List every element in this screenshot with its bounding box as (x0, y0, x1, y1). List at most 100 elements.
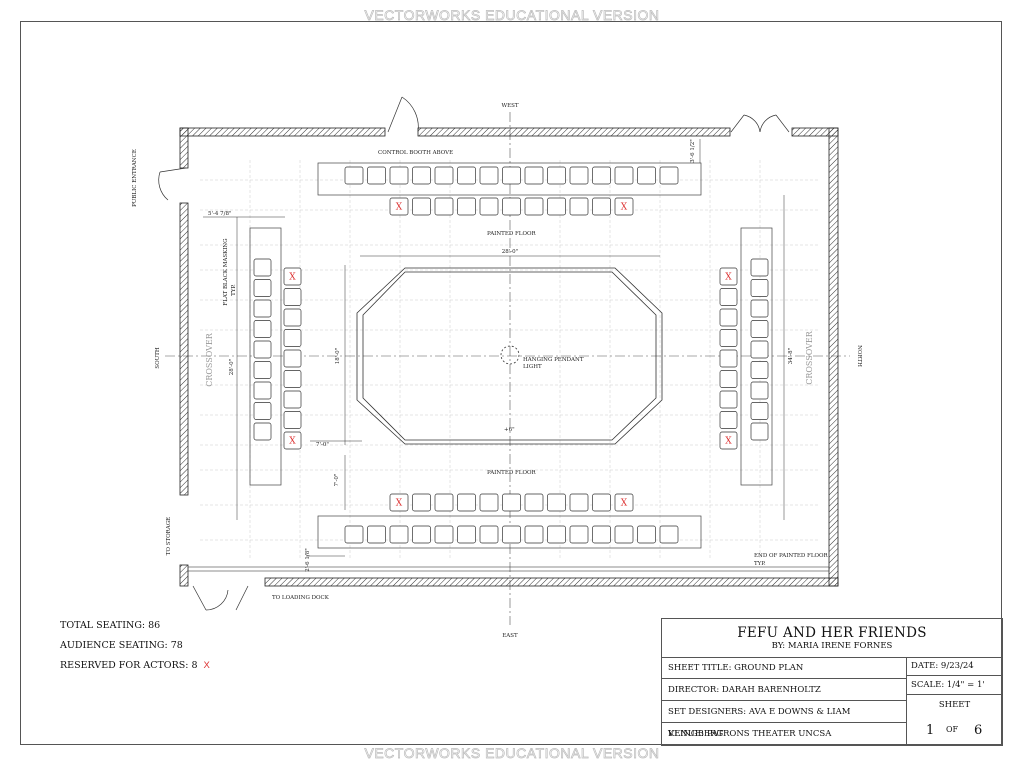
seat (637, 166, 656, 185)
seat (253, 279, 272, 297)
dim-stage-depth: 18'-0" (335, 348, 341, 364)
seat (457, 493, 476, 512)
dim-right-section: 34'-8" (788, 348, 794, 364)
seat (750, 381, 769, 400)
doors (158, 96, 790, 611)
label-public-entrance: PUBLIC ENTRANCE (132, 149, 138, 207)
seat (750, 361, 769, 379)
play-title: FEFU AND HER FRIENDS (737, 625, 927, 641)
reserved-seat (389, 197, 409, 216)
dim-top-right: 3'-6 1/2" (690, 139, 696, 163)
reserved-mark: X (203, 660, 210, 671)
label-east: EAST (502, 633, 518, 639)
seat (750, 258, 769, 277)
seat (502, 493, 521, 512)
seat (719, 349, 738, 368)
total-seating: TOTAL SEATING: 86 (60, 620, 161, 631)
set-designers: SET DESIGNERS: AVA E DOWNS & LIAM KLINGB… (662, 701, 906, 739)
label-crossover-left: CROSSOVER (205, 332, 214, 387)
sheet-total: 6 (974, 723, 983, 738)
seat (457, 166, 476, 185)
title-block-header: FEFU AND HER FRIENDS BY: MARIA IRENE FOR… (662, 619, 1002, 658)
title-block: FEFU AND HER FRIENDS BY: MARIA IRENE FOR… (661, 618, 1003, 746)
seat (479, 166, 499, 185)
sheet-title: GROUND PLAN (734, 663, 804, 673)
seat (524, 493, 544, 512)
reserved-seat (283, 267, 302, 286)
seat (253, 340, 272, 359)
label-west: WEST (501, 103, 518, 109)
seat (614, 525, 634, 544)
sheet-current: 1 (926, 723, 935, 738)
reserved-mark: X (725, 437, 732, 447)
seat (547, 197, 566, 216)
director: DIRECTOR: DARAH BARENHOLTZ (662, 679, 906, 701)
seat (524, 166, 544, 185)
seat (434, 166, 454, 185)
seat (367, 166, 386, 185)
label-end-painted-2: TYP. (754, 561, 766, 567)
seat (283, 308, 302, 327)
seat (412, 166, 431, 185)
label-end-painted-1: END OF PAINTED FLOOR (754, 553, 829, 559)
seat (283, 349, 302, 368)
seat (569, 493, 589, 512)
seat (719, 288, 738, 306)
dim-left-section: 28'-0" (229, 359, 235, 375)
reserved-seat (614, 197, 634, 216)
reserved-mark: X (396, 203, 403, 213)
seat (750, 422, 769, 441)
reserved-label: RESERVED FOR ACTORS: 8 (60, 660, 198, 671)
reserved-seating: RESERVED FOR ACTORS: 8 X (60, 656, 210, 676)
seat (719, 308, 738, 327)
dim-lower-mid: 7'-0" (334, 474, 340, 487)
venue: VENUE: PATRONS THEATER UNCSA (668, 729, 832, 739)
label-north: NORTH (856, 345, 862, 367)
seat (412, 525, 431, 544)
seat (719, 370, 738, 388)
label-masking-1: FLAT BLACK MASKING (223, 238, 229, 305)
dim-top-left: 5'-4 7/8" (208, 211, 232, 217)
seat (434, 493, 454, 512)
seat (283, 288, 302, 306)
plan-labels: WEST EAST SOUTH NORTH CONTROL BOOTH ABOV… (132, 103, 862, 639)
reserved-seat (389, 493, 409, 512)
reserved-mark: X (396, 499, 403, 509)
label-control-booth: CONTROL BOOTH ABOVE (378, 150, 453, 156)
seat (283, 329, 302, 347)
play-author: BY: MARIA IRENE FORNES (771, 641, 893, 651)
sheet-border (20, 21, 1002, 745)
seat (367, 525, 386, 544)
label-pendant-1: HANGING PENDANT (523, 357, 584, 363)
seat (434, 525, 454, 544)
dim-stage-width: 28'-0" (502, 249, 518, 255)
dim-bottom-left: 2'-6 1/8" (305, 548, 311, 572)
label-painted-floor-top: PAINTED FLOOR (487, 231, 536, 237)
seat (719, 411, 738, 429)
sheet-title-row: SHEET TITLE: GROUND PLAN (662, 657, 906, 679)
platforms (249, 162, 773, 549)
reserved-seat (719, 431, 738, 450)
seat (389, 166, 409, 185)
sheet-title-label: SHEET TITLE: (668, 663, 732, 673)
audience-seating: AUDIENCE SEATING: 78 (60, 640, 183, 651)
seat (614, 166, 634, 185)
seat (253, 361, 272, 379)
reserved-seat (719, 267, 738, 286)
seat (750, 320, 769, 338)
seat (283, 411, 302, 429)
reserved-seat (614, 493, 634, 512)
label-to-loading-dock: TO LOADING DOCK (272, 595, 330, 601)
seat (569, 197, 589, 216)
seat (434, 197, 454, 216)
seat (283, 390, 302, 409)
seat (412, 197, 431, 216)
seat (547, 166, 566, 185)
reserved-mark: X (621, 203, 628, 213)
sheet-box: SHEET (906, 695, 1002, 745)
seat (344, 166, 364, 185)
room-walls (179, 127, 839, 587)
seat (569, 166, 589, 185)
